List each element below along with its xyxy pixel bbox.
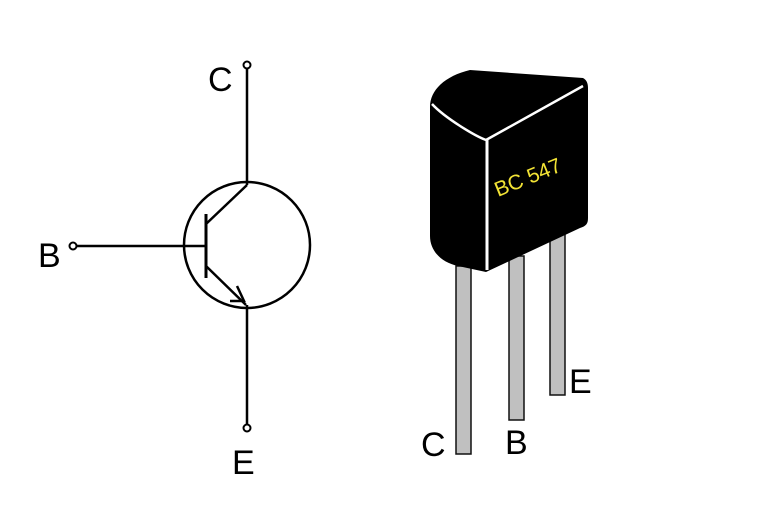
base-lead xyxy=(508,255,525,421)
to92-package: BC 547 xyxy=(430,70,588,455)
collector-lead xyxy=(455,265,472,455)
symbol-collector-label: C xyxy=(208,61,233,99)
collector-terminal xyxy=(242,60,252,70)
package-base-label: B xyxy=(505,424,528,462)
emitter-arrow-icon xyxy=(230,285,246,303)
collector-diagonal xyxy=(205,184,248,225)
package-body xyxy=(430,70,588,272)
base-terminal xyxy=(68,241,78,251)
symbol-base-label: B xyxy=(38,237,61,275)
npn-schematic-symbol xyxy=(68,60,312,433)
emitter-diagonal xyxy=(205,265,247,306)
symbol-emitter-label: E xyxy=(232,444,255,482)
package-emitter-label: E xyxy=(569,363,592,401)
package-collector-label: C xyxy=(421,426,446,464)
emitter-lead xyxy=(549,233,566,396)
package-rim-highlight xyxy=(431,84,584,142)
emitter-terminal xyxy=(242,423,252,433)
